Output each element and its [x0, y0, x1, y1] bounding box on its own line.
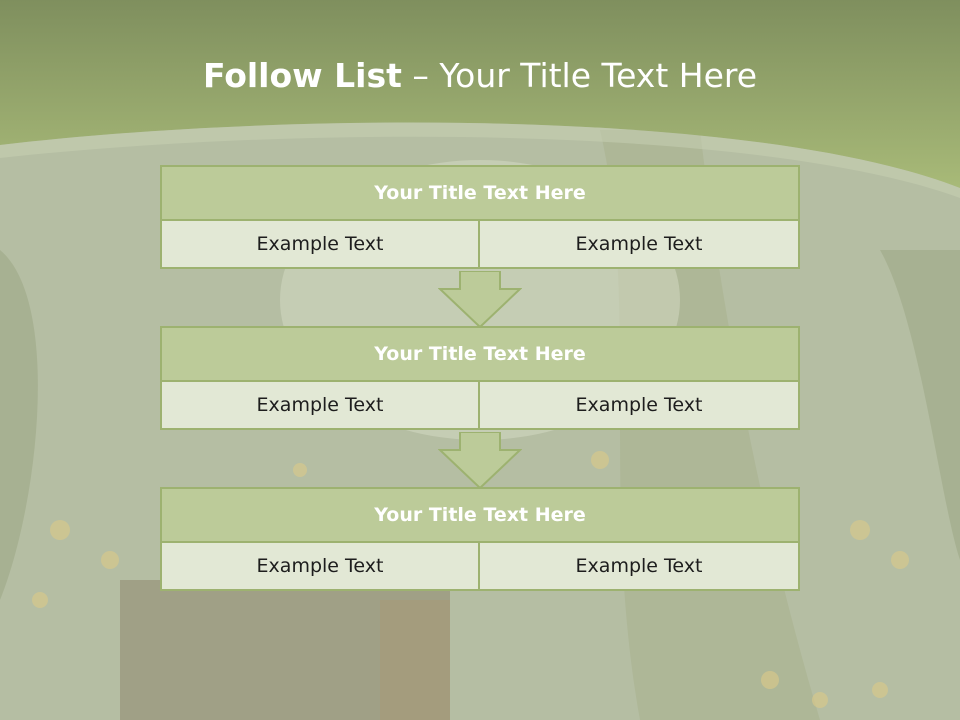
- down-arrow-icon: [438, 432, 522, 490]
- step-cell-right: Example Text: [480, 382, 800, 430]
- step-cell-left: Example Text: [160, 382, 480, 430]
- step-cell-right: Example Text: [480, 543, 800, 591]
- slide-title: Follow List – Your Title Text Here: [0, 56, 960, 95]
- title-bold: Follow List: [202, 56, 402, 95]
- header-band: [0, 0, 960, 198]
- step-title: Your Title Text Here: [160, 165, 800, 221]
- step-title: Your Title Text Here: [160, 487, 800, 543]
- step-cell-right: Example Text: [480, 221, 800, 269]
- step-block-3: Your Title Text Here Example Text Exampl…: [160, 487, 800, 591]
- title-rest: – Your Title Text Here: [401, 56, 758, 95]
- down-arrow-icon: [438, 271, 522, 329]
- step-cell-left: Example Text: [160, 221, 480, 269]
- step-block-1: Your Title Text Here Example Text Exampl…: [160, 165, 800, 271]
- step-title: Your Title Text Here: [160, 326, 800, 382]
- step-cell-left: Example Text: [160, 543, 480, 591]
- step-block-2: Your Title Text Here Example Text Exampl…: [160, 326, 800, 432]
